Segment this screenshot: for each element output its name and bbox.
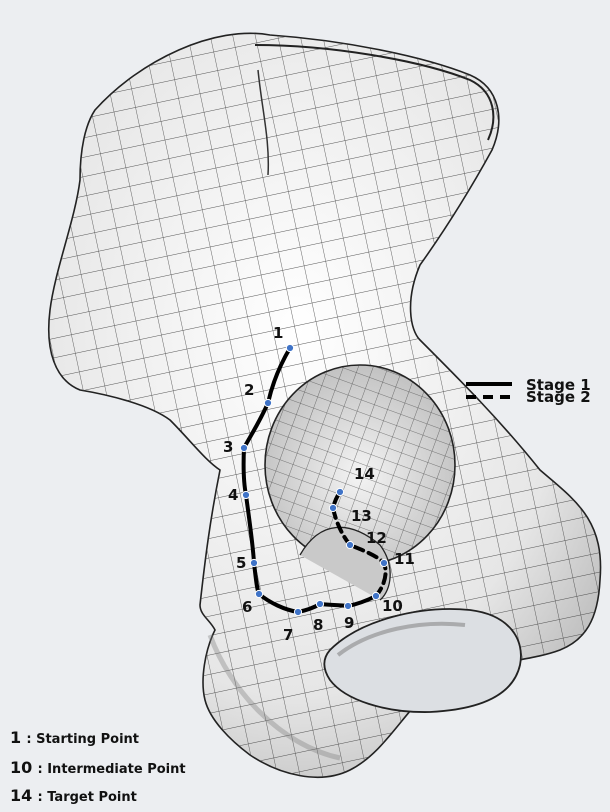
point-5-marker [250, 559, 257, 566]
point-11-marker [380, 559, 387, 566]
point-7-marker [294, 608, 301, 615]
point-8-marker [316, 600, 323, 607]
point-6-label: 6 [242, 598, 252, 616]
key-target-point: 14 : Target Point [10, 786, 137, 805]
point-4-marker [242, 491, 249, 498]
key-description: : Intermediate Point [38, 762, 186, 777]
point-1-label: 1 [273, 324, 283, 342]
point-3-marker [240, 444, 247, 451]
point-7-label: 7 [283, 626, 293, 644]
key-number: 14 [10, 786, 32, 805]
point-14-marker [336, 488, 343, 495]
legend-stage-2-label: Stage 2 [526, 388, 591, 406]
point-2-marker [264, 399, 271, 406]
hip-bone-model [49, 33, 601, 777]
point-5-label: 5 [236, 554, 246, 572]
key-intermediate-point: 10 : Intermediate Point [10, 758, 186, 777]
point-12-label: 12 [366, 529, 387, 547]
point-14-label: 14 [354, 465, 375, 483]
key-description: : Target Point [38, 790, 137, 805]
key-description: : Starting Point [26, 732, 139, 747]
legend: Stage 1 Stage 2 [466, 376, 591, 406]
point-6-marker [255, 590, 262, 597]
point-13-marker [329, 504, 336, 511]
point-8-label: 8 [313, 616, 323, 634]
point-13-label: 13 [351, 507, 372, 525]
key-starting-point: 1 : Starting Point [10, 728, 139, 747]
point-9-marker [344, 602, 351, 609]
point-2-label: 2 [244, 381, 254, 399]
point-12-marker [346, 541, 353, 548]
point-9-label: 9 [344, 614, 354, 632]
key-number: 10 [10, 758, 32, 777]
point-10-marker [372, 592, 379, 599]
point-3-label: 3 [223, 438, 233, 456]
point-1-marker [286, 344, 293, 351]
key-number: 1 [10, 728, 21, 747]
point-11-label: 11 [394, 550, 415, 568]
point-4-label: 4 [228, 486, 238, 504]
point-10-label: 10 [382, 597, 403, 615]
